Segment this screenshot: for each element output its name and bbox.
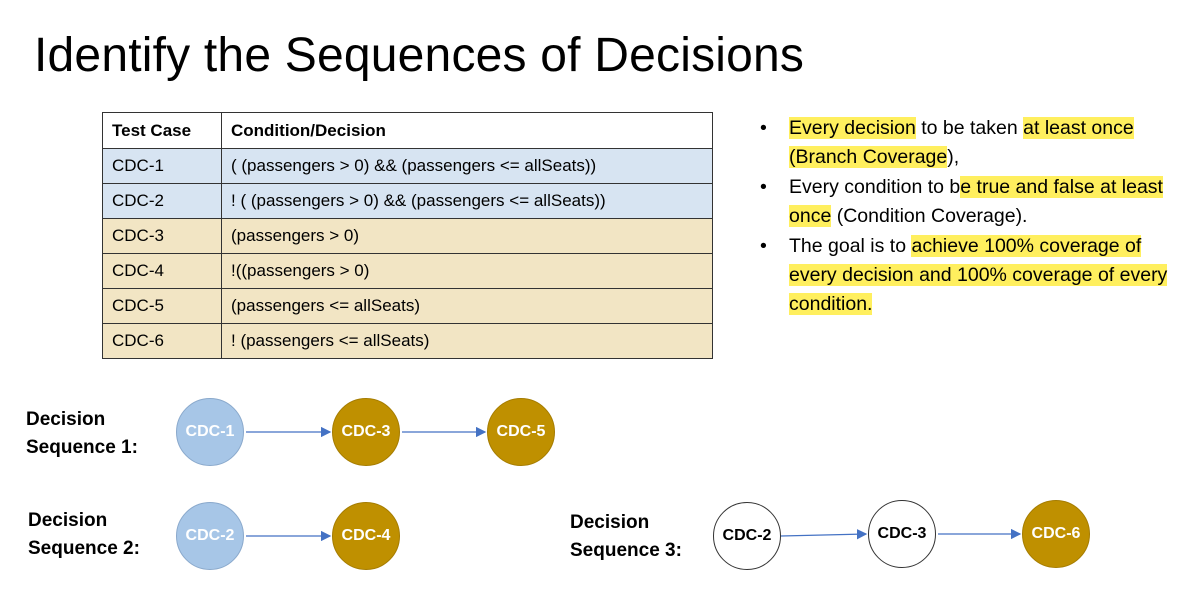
table-row: CDC-4 !((passengers > 0) <box>102 253 713 289</box>
sequence-label-line: Decision <box>26 409 106 430</box>
node-seq1-cdc-3: CDC-3 <box>332 398 400 466</box>
sequence-label-line: Sequence 1: <box>26 437 138 458</box>
node-seq3-cdc-3: CDC-3 <box>868 500 936 568</box>
sequence-label-line: Sequence 2: <box>28 538 140 559</box>
bullet-item: • Every condition to be true and false a… <box>760 173 1170 230</box>
condition-cell: ( (passengers > 0) && (passengers <= all… <box>221 148 713 184</box>
bullet-item: • Every decision to be taken at least on… <box>760 114 1170 171</box>
sequence-label-line: Decision <box>570 512 650 533</box>
condition-cell: !((passengers > 0) <box>221 253 713 289</box>
page-title: Identify the Sequences of Decisions <box>34 29 805 82</box>
node-seq1-cdc-1: CDC-1 <box>176 398 244 466</box>
table-row: CDC-3 (passengers > 0) <box>102 218 713 254</box>
sequence-1-label: Decision Sequence 1: <box>26 406 138 462</box>
bullet-text: to be taken <box>915 117 1024 139</box>
condition-decision-table: Test Case Condition/Decision CDC-1 ( (pa… <box>102 112 713 359</box>
test-case-cell: CDC-5 <box>102 288 222 324</box>
node-seq3-cdc-2: CDC-2 <box>713 502 781 570</box>
bullet-dot-icon: • <box>760 117 767 139</box>
bullet-text: ), <box>947 145 960 168</box>
table-header-row: Test Case Condition/Decision <box>102 112 713 149</box>
table-row: CDC-1 ( (passengers > 0) && (passengers … <box>102 148 713 184</box>
header-condition-decision: Condition/Decision <box>221 112 713 149</box>
condition-cell: ! ( (passengers > 0) && (passengers <= a… <box>221 183 713 219</box>
header-test-case: Test Case <box>102 112 222 149</box>
condition-cell: (passengers > 0) <box>221 218 713 254</box>
test-case-cell: CDC-6 <box>102 323 222 359</box>
highlighted-text: Every decision <box>789 117 916 139</box>
sequence-3-label: Decision Sequence 3: <box>570 509 682 565</box>
test-case-cell: CDC-4 <box>102 253 222 289</box>
node-seq2-cdc-4: CDC-4 <box>332 502 400 570</box>
bullet-text: Every condition to b <box>789 176 961 199</box>
bullet-text: (Condition Coverage). <box>831 204 1028 227</box>
sequence-label-line: Decision <box>28 510 108 531</box>
table-row: CDC-5 (passengers <= allSeats) <box>102 288 713 324</box>
bullet-dot-icon: • <box>760 176 767 199</box>
arrow-2-3 <box>780 529 868 540</box>
test-case-cell: CDC-3 <box>102 218 222 254</box>
node-seq2-cdc-2: CDC-2 <box>176 502 244 570</box>
condition-cell: (passengers <= allSeats) <box>221 288 713 324</box>
bullet-dot-icon: • <box>760 235 767 258</box>
bullet-text: The goal is to <box>789 235 912 258</box>
coverage-bullet-list: • Every decision to be taken at least on… <box>760 114 1170 320</box>
condition-cell: ! (passengers <= allSeats) <box>221 323 713 359</box>
bullet-item: • The goal is to achieve 100% coverage o… <box>760 232 1170 318</box>
node-seq3-cdc-6: CDC-6 <box>1022 500 1090 568</box>
sequence-label-line: Sequence 3: <box>570 540 682 561</box>
table-row: CDC-6 ! (passengers <= allSeats) <box>102 323 713 359</box>
test-case-cell: CDC-2 <box>102 183 222 219</box>
sequence-2-label: Decision Sequence 2: <box>28 507 140 563</box>
node-seq1-cdc-5: CDC-5 <box>487 398 555 466</box>
table-row: CDC-2 ! ( (passengers > 0) && (passenger… <box>102 183 713 219</box>
